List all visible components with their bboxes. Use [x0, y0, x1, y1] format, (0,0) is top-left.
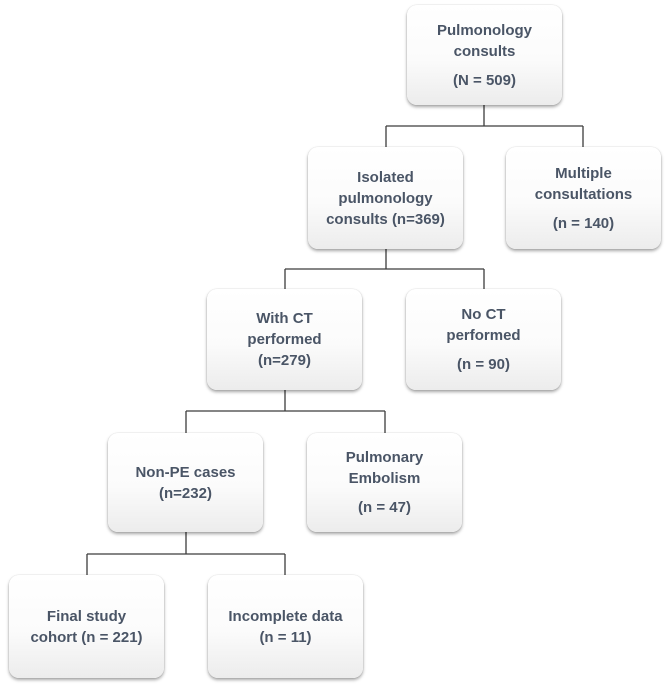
node-label-line: performed [247, 331, 322, 348]
node-label-line: consultations [534, 185, 633, 203]
node-with-ct-performed: With CT performed (n=279) [207, 289, 362, 390]
node-label-line: consults (n=369) [326, 210, 445, 228]
node-label-line: Incomplete data [228, 607, 343, 625]
node-label-line: (n=232) [159, 484, 212, 502]
node-label-line: Multiple [555, 164, 612, 182]
node-label-line: Pulmonology [437, 21, 532, 39]
node-label-line: performed [446, 327, 521, 344]
node-non-pe-cases: Non-PE cases (n=232) [108, 433, 263, 532]
node-count: (n=279) [258, 352, 311, 369]
node-label-line: Isolated [357, 168, 414, 186]
node-final-study-cohort: Final study cohort (n = 221) [9, 575, 164, 678]
node-label-line: pulmonology [338, 189, 433, 207]
node-incomplete-data: Incomplete data (n = 11) [208, 575, 363, 678]
node-isolated-pulmonology-consults: Isolated pulmonology consults (n=369) [308, 147, 463, 249]
node-no-ct-performed: No CT performed (n = 90) [406, 289, 561, 390]
node-pulmonary-embolism: Pulmonary Embolism (n = 47) [307, 433, 462, 532]
node-count: (N = 509) [453, 71, 516, 89]
node-count: (n = 140) [552, 214, 615, 232]
node-label-line: cohort (n = 221) [30, 628, 143, 646]
node-label-line: Embolism [348, 470, 421, 487]
node-label-line: No CT [461, 306, 506, 323]
node-count: (n = 90) [457, 356, 510, 373]
node-label-line: Final study [46, 607, 127, 625]
node-pulmonology-consults: Pulmonology consults (N = 509) [407, 5, 562, 105]
node-label-line: Non-PE cases [135, 463, 236, 481]
node-label-line: Pulmonary [345, 449, 424, 466]
node-label-line: With CT [256, 310, 313, 327]
node-multiple-consultations: Multiple consultations (n = 140) [506, 147, 661, 249]
node-count: (n = 47) [358, 499, 411, 516]
node-label-line: consults [453, 42, 516, 60]
node-label-line: (n = 11) [259, 628, 312, 646]
